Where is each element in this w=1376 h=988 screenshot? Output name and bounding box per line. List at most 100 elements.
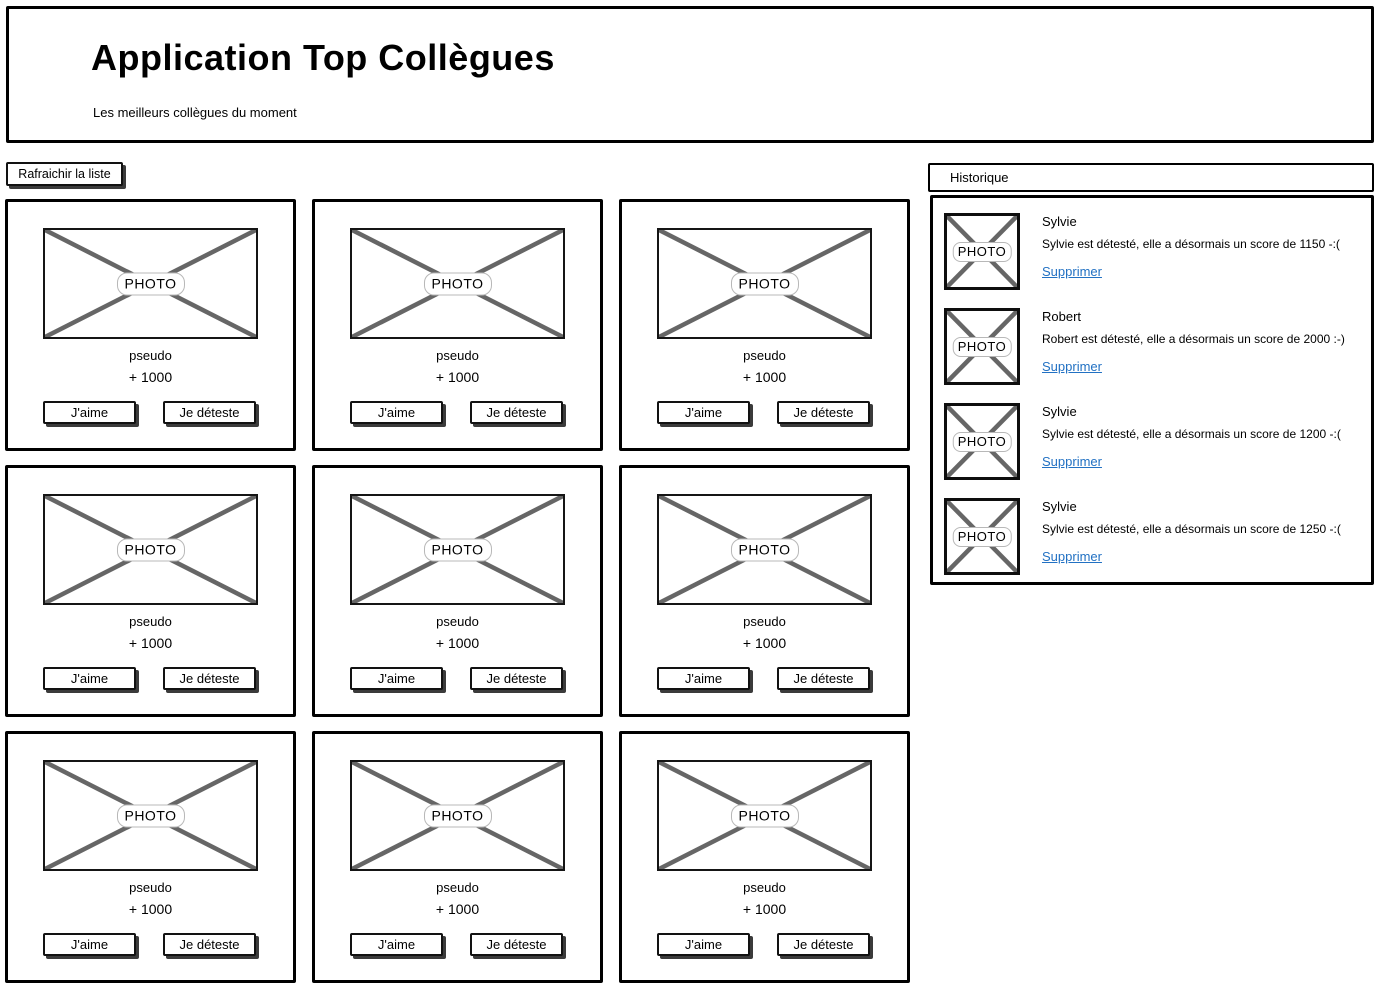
- photo-label: PHOTO: [952, 241, 1012, 262]
- colleague-card: PHOTO pseudo + 1000 J'aime Je déteste: [312, 731, 603, 983]
- photo-placeholder: PHOTO: [43, 760, 258, 871]
- score-label: + 1000: [742, 635, 787, 651]
- card-actions: J'aime Je déteste: [8, 933, 293, 956]
- card-actions: J'aime Je déteste: [315, 401, 600, 424]
- score-label: + 1000: [742, 369, 787, 385]
- like-button[interactable]: J'aime: [657, 667, 750, 690]
- photo-label: PHOTO: [116, 538, 185, 561]
- history-entry-name: Sylvie: [1042, 214, 1077, 229]
- photo-label: PHOTO: [423, 272, 492, 295]
- dislike-button[interactable]: Je déteste: [777, 667, 870, 690]
- score-label: + 1000: [435, 369, 480, 385]
- pseudo-label: pseudo: [129, 348, 172, 363]
- colleague-card: PHOTO pseudo + 1000 J'aime Je déteste: [5, 731, 296, 983]
- photo-placeholder: PHOTO: [350, 494, 565, 605]
- like-button[interactable]: J'aime: [350, 933, 443, 956]
- photo-placeholder: PHOTO: [657, 228, 872, 339]
- photo-placeholder: PHOTO: [944, 403, 1020, 480]
- colleague-card: PHOTO pseudo + 1000 J'aime Je déteste: [619, 465, 910, 717]
- history-panel: PHOTO Sylvie Sylvie est détesté, elle a …: [930, 195, 1374, 585]
- colleague-card: PHOTO pseudo + 1000 J'aime Je déteste: [5, 199, 296, 451]
- score-label: + 1000: [435, 635, 480, 651]
- delete-link[interactable]: Supprimer: [1042, 549, 1102, 564]
- dislike-button[interactable]: Je déteste: [470, 933, 563, 956]
- card-actions: J'aime Je déteste: [8, 667, 293, 690]
- colleague-card: PHOTO pseudo + 1000 J'aime Je déteste: [5, 465, 296, 717]
- colleagues-grid: PHOTO pseudo + 1000 J'aime Je déteste PH…: [5, 199, 910, 983]
- card-actions: J'aime Je déteste: [622, 401, 907, 424]
- colleague-card: PHOTO pseudo + 1000 J'aime Je déteste: [312, 199, 603, 451]
- photo-placeholder: PHOTO: [657, 760, 872, 871]
- history-entry: PHOTO Robert Robert est détesté, elle a …: [944, 308, 1363, 385]
- photo-placeholder: PHOTO: [944, 498, 1020, 575]
- photo-label: PHOTO: [116, 272, 185, 295]
- photo-placeholder: PHOTO: [350, 228, 565, 339]
- history-entry-text: Sylvie Sylvie est détesté, elle a désorm…: [1042, 403, 1341, 480]
- history-entry: PHOTO Sylvie Sylvie est détesté, elle a …: [944, 403, 1363, 480]
- photo-label: PHOTO: [730, 272, 799, 295]
- like-button[interactable]: J'aime: [657, 401, 750, 424]
- photo-label: PHOTO: [952, 336, 1012, 357]
- card-actions: J'aime Je déteste: [622, 933, 907, 956]
- history-entry-text: Robert Robert est détesté, elle a désorm…: [1042, 308, 1345, 385]
- like-button[interactable]: J'aime: [350, 667, 443, 690]
- app-header: Application Top Collègues Les meilleurs …: [6, 6, 1374, 143]
- photo-placeholder: PHOTO: [43, 228, 258, 339]
- like-button[interactable]: J'aime: [43, 667, 136, 690]
- photo-label: PHOTO: [952, 526, 1012, 547]
- history-title-label: Historique: [950, 170, 1009, 185]
- score-label: + 1000: [742, 901, 787, 917]
- refresh-list-button[interactable]: Rafraichir la liste: [6, 162, 123, 186]
- colleague-card: PHOTO pseudo + 1000 J'aime Je déteste: [312, 465, 603, 717]
- dislike-button[interactable]: Je déteste: [163, 933, 256, 956]
- delete-link[interactable]: Supprimer: [1042, 359, 1102, 374]
- like-button[interactable]: J'aime: [43, 401, 136, 424]
- dislike-button[interactable]: Je déteste: [163, 401, 256, 424]
- pseudo-label: pseudo: [129, 614, 172, 629]
- delete-link[interactable]: Supprimer: [1042, 454, 1102, 469]
- pseudo-label: pseudo: [436, 348, 479, 363]
- history-entry-name: Sylvie: [1042, 499, 1077, 514]
- card-actions: J'aime Je déteste: [315, 667, 600, 690]
- score-label: + 1000: [435, 901, 480, 917]
- like-button[interactable]: J'aime: [657, 933, 750, 956]
- history-entry-name: Robert: [1042, 309, 1082, 324]
- colleague-card: PHOTO pseudo + 1000 J'aime Je déteste: [619, 199, 910, 451]
- delete-link[interactable]: Supprimer: [1042, 264, 1102, 279]
- like-button[interactable]: J'aime: [350, 401, 443, 424]
- dislike-button[interactable]: Je déteste: [163, 667, 256, 690]
- history-entry-message: Robert est détesté, elle a désormais un …: [1042, 332, 1345, 346]
- history-entry-text: Sylvie Sylvie est détesté, elle a désorm…: [1042, 213, 1340, 290]
- colleague-card: PHOTO pseudo + 1000 J'aime Je déteste: [619, 731, 910, 983]
- like-button[interactable]: J'aime: [43, 933, 136, 956]
- photo-placeholder: PHOTO: [944, 213, 1020, 290]
- score-label: + 1000: [128, 635, 173, 651]
- dislike-button[interactable]: Je déteste: [777, 933, 870, 956]
- photo-label: PHOTO: [423, 538, 492, 561]
- photo-label: PHOTO: [730, 538, 799, 561]
- card-actions: J'aime Je déteste: [315, 933, 600, 956]
- dislike-button[interactable]: Je déteste: [470, 401, 563, 424]
- photo-label: PHOTO: [116, 804, 185, 827]
- photo-label: PHOTO: [730, 804, 799, 827]
- history-entry-message: Sylvie est détesté, elle a désormais un …: [1042, 522, 1341, 536]
- dislike-button[interactable]: Je déteste: [777, 401, 870, 424]
- photo-placeholder: PHOTO: [43, 494, 258, 605]
- pseudo-label: pseudo: [436, 614, 479, 629]
- photo-placeholder: PHOTO: [350, 760, 565, 871]
- dislike-button[interactable]: Je déteste: [470, 667, 563, 690]
- page-subtitle: Les meilleurs collègues du moment: [93, 105, 297, 120]
- photo-placeholder: PHOTO: [944, 308, 1020, 385]
- history-entry-message: Sylvie est détesté, elle a désormais un …: [1042, 427, 1341, 441]
- photo-label: PHOTO: [952, 431, 1012, 452]
- page-title: Application Top Collègues: [91, 37, 555, 78]
- card-actions: J'aime Je déteste: [622, 667, 907, 690]
- card-actions: J'aime Je déteste: [8, 401, 293, 424]
- pseudo-label: pseudo: [743, 880, 786, 895]
- history-entry-message: Sylvie est détesté, elle a désormais un …: [1042, 237, 1340, 251]
- pseudo-label: pseudo: [129, 880, 172, 895]
- photo-placeholder: PHOTO: [657, 494, 872, 605]
- photo-label: PHOTO: [423, 804, 492, 827]
- score-label: + 1000: [128, 369, 173, 385]
- history-panel-titlebar: Historique: [928, 163, 1374, 192]
